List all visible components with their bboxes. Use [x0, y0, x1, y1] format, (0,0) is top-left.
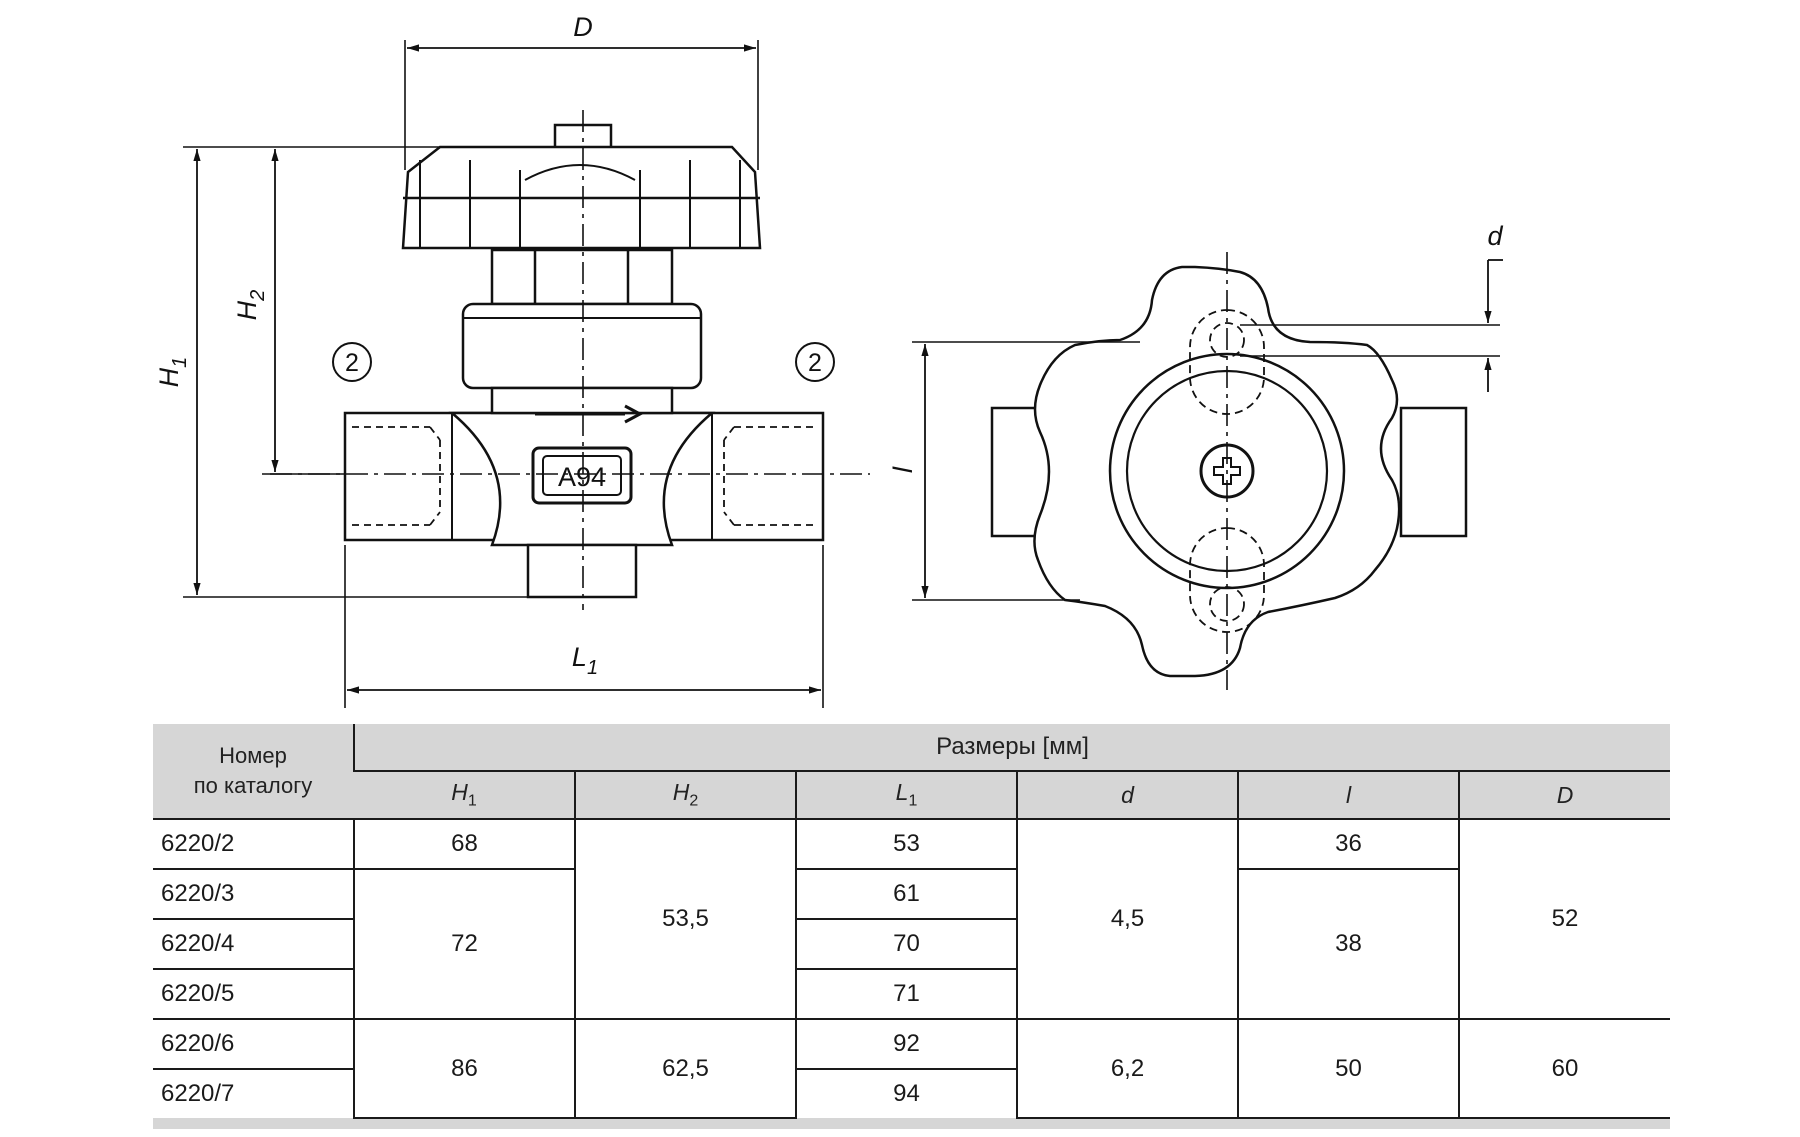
cell-H1: 86 [353, 1019, 575, 1119]
cell-L1: 71 [795, 969, 1017, 1020]
table-row: 6220/2 68 53,5 53 4,5 36 52 [153, 819, 1670, 1020]
col-header-L1: L1 [795, 771, 1017, 820]
dimensions-group-header: Размеры [мм] [353, 724, 1670, 772]
dim-label-d: d [1487, 221, 1503, 251]
catalog-number: 6220/6 [153, 1019, 354, 1070]
col-header-H2: H2 [574, 771, 796, 820]
col-header-d: d [1016, 771, 1238, 820]
top-view [912, 252, 1503, 690]
port-callout-right [795, 342, 835, 382]
catalog-number: 6220/2 [153, 819, 354, 870]
cell-H2: 62,5 [574, 1019, 796, 1119]
catalog-number: 6220/7 [161, 1080, 235, 1107]
cell-l: 38 [1237, 869, 1459, 1020]
cell-L1: 53 [795, 819, 1017, 870]
table-row: 6220/5 71 [153, 969, 1670, 1020]
cell-d: 4,5 [1016, 819, 1238, 1020]
port-callout-left [332, 342, 372, 382]
port-callout-left-label: 2 [345, 349, 359, 377]
valve-technical-drawing: D 2 2 A94 H1 H2 L1 [154, 12, 1503, 708]
dim-label-H2: H2 [232, 290, 269, 321]
dim-label-D: D [573, 12, 593, 42]
dim-label-H1: H1 [154, 357, 191, 388]
front-extension-lines [183, 40, 824, 708]
dim-label-L1: L1 [572, 642, 598, 679]
dim-label-l: l [888, 466, 918, 473]
cell-l: 36 [1237, 819, 1459, 870]
col-header-l: l [1237, 771, 1459, 820]
handwheel [401, 123, 762, 250]
catalog-number: 6220/3 [153, 869, 354, 920]
cell-L1: 94 [795, 1069, 1017, 1118]
front-center-lines [270, 110, 870, 610]
table-footer-bar [153, 1118, 1670, 1129]
phillips-cross-icon [1213, 457, 1241, 485]
table-row: 6220/4 70 [153, 919, 1670, 970]
table-row: 6220/3 72 61 38 [153, 869, 1670, 1020]
cell-d: 6,2 [1016, 1019, 1238, 1119]
valve-body [343, 386, 825, 599]
table-row: 6220/7 94 [153, 1069, 1670, 1118]
front-view [183, 40, 870, 708]
cell-H1: 72 [353, 869, 575, 1020]
cell-l: 50 [1237, 1019, 1459, 1119]
table-row: 6220/6 86 62,5 92 6,2 50 60 [153, 1019, 1670, 1119]
cell-H2: 53,5 [574, 819, 796, 1020]
top-port-right [1399, 406, 1468, 538]
port-callout-right-label: 2 [808, 349, 822, 377]
catalog-number: 6220/5 [153, 969, 354, 1020]
hex-nut [490, 248, 674, 306]
col-header-D: D [1458, 771, 1670, 820]
col-header-H1: H1 [354, 771, 575, 820]
cell-L1: 61 [795, 869, 1017, 920]
cell-H1: 68 [353, 819, 575, 870]
catalog-number: 6220/4 [153, 919, 354, 970]
body-marking-label: A94 [558, 462, 606, 492]
cell-D: 60 [1458, 1019, 1670, 1119]
cell-L1: 92 [795, 1019, 1017, 1070]
cell-D: 52 [1458, 819, 1670, 1020]
front-dimension-lines [193, 44, 821, 694]
cell-L1: 70 [795, 919, 1017, 970]
bonnet [461, 302, 703, 390]
